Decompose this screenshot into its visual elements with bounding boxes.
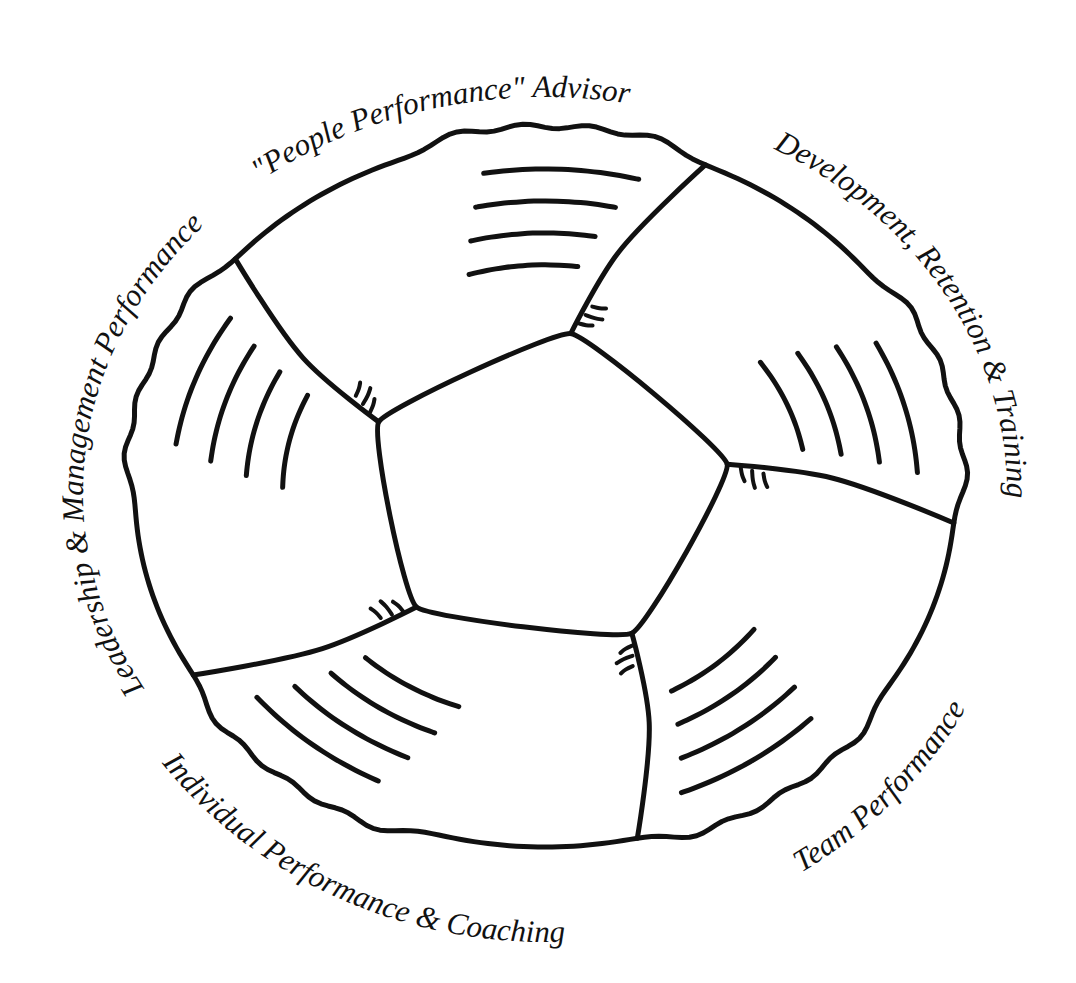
finger-line bbox=[211, 346, 254, 461]
finger-line bbox=[331, 673, 435, 733]
fingertip-mark bbox=[592, 307, 606, 309]
finger-line bbox=[798, 353, 841, 454]
inner-opening bbox=[378, 334, 728, 635]
fingertip-mark bbox=[371, 609, 381, 618]
fingertip-mark bbox=[363, 388, 370, 404]
arc-label: Team Performance bbox=[786, 693, 972, 878]
arc-label: Leadership & Management Performance bbox=[55, 205, 210, 705]
finger-line bbox=[365, 658, 458, 707]
arc-label: Development, Retention & Training bbox=[769, 123, 1035, 498]
finger-line bbox=[471, 233, 595, 241]
finger-line bbox=[484, 169, 639, 179]
finger-line bbox=[176, 318, 230, 444]
finger-line bbox=[283, 395, 308, 487]
finger-line bbox=[681, 719, 810, 793]
fingertip-mark bbox=[763, 474, 767, 487]
finger-line bbox=[876, 343, 917, 472]
fingertip-mark bbox=[579, 323, 593, 325]
finger-line bbox=[257, 697, 378, 781]
fingertip-mark bbox=[370, 399, 374, 412]
finger-line bbox=[246, 372, 280, 476]
fingertip-mark bbox=[620, 646, 632, 653]
fingertip-mark bbox=[393, 602, 403, 611]
fingertip-mark bbox=[741, 468, 745, 481]
finger-line bbox=[476, 201, 616, 207]
fingertip-mark bbox=[617, 656, 633, 663]
fingertip-mark bbox=[752, 471, 755, 488]
finger-line bbox=[760, 362, 802, 449]
hands-outline bbox=[124, 124, 967, 847]
fingertip-mark bbox=[586, 315, 603, 320]
fingertip-mark bbox=[356, 383, 360, 396]
finger-line bbox=[671, 629, 754, 691]
hand-edge bbox=[193, 607, 416, 675]
arc-label: Individual Performance & Coaching bbox=[156, 745, 566, 949]
hand-edge bbox=[632, 633, 649, 838]
fingertip-mark bbox=[381, 601, 392, 614]
hand-edge bbox=[571, 165, 706, 334]
arc-label: "People Performance" Advisor bbox=[245, 69, 634, 187]
fingertip-mark bbox=[621, 666, 633, 673]
finger-line bbox=[469, 265, 578, 275]
finger-line bbox=[836, 347, 879, 462]
